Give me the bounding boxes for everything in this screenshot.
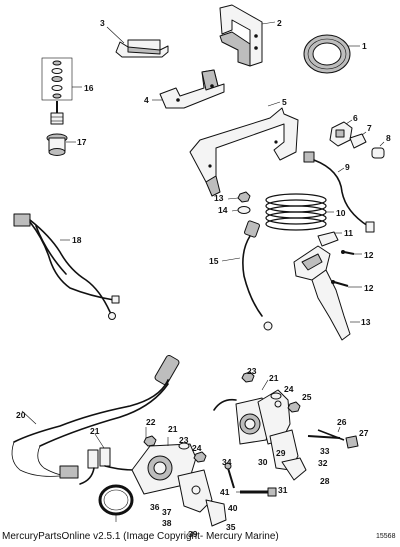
part-21-connector [59, 433, 135, 485]
part-11-clip [317, 231, 342, 247]
callout-16: 15 [209, 256, 219, 266]
callout-18: 17 [77, 137, 87, 147]
callout-14: 13 [214, 193, 224, 203]
callout-36: 37 [162, 507, 172, 517]
part-7-cover [349, 131, 367, 149]
part-20-wire-set [11, 354, 180, 477]
callout-24-right: 25 [302, 392, 312, 402]
callout-21-left: 21 [90, 426, 100, 436]
callout-13: 13 [361, 317, 371, 327]
callout-10: 10 [336, 208, 346, 218]
callout-23-left: 23 [179, 435, 189, 445]
callout-32: 33 [320, 446, 330, 456]
part-24-nut-left [193, 451, 207, 463]
callout-7: 7 [367, 123, 372, 133]
part-10-coiled-wire [265, 193, 334, 231]
part-12-screw-lower [331, 280, 362, 288]
callout-38: 39 [188, 529, 198, 539]
callout-22-left: 22 [146, 417, 156, 427]
callout-31: 32 [318, 458, 328, 468]
callout-21-mid: 21 [168, 424, 178, 434]
callout-6: 6 [353, 113, 358, 123]
callout-24-left: 24 [192, 443, 202, 453]
callout-19: 18 [72, 235, 82, 245]
part-25-rod [317, 426, 345, 441]
callout-8: 8 [386, 133, 391, 143]
part-5-bracket [189, 101, 299, 197]
part-23-washer-left [178, 442, 190, 450]
part-22-nut-left [143, 435, 157, 447]
callout-12-upper: 12 [364, 250, 374, 260]
part-26-clip [345, 435, 359, 449]
part-15-washer [231, 206, 251, 214]
part-2-bracket [219, 4, 276, 67]
part-6-switch [329, 119, 353, 147]
callout-27: 28 [320, 476, 330, 486]
callout-5: 5 [282, 97, 287, 107]
part-17-hardware-stack [41, 57, 82, 125]
part-9-harness [303, 151, 375, 233]
callout-2: 2 [277, 18, 282, 28]
callout-30: 31 [278, 485, 288, 495]
part-40-screw [236, 487, 277, 497]
part-4-bracket [152, 69, 225, 109]
part-23-washer-right [270, 392, 282, 400]
callout-22-right: 23 [247, 366, 257, 376]
copyright-footer: MercuryPartsOnline v2.5.1 (Image Copyrig… [2, 531, 279, 542]
callout-28: 29 [276, 448, 286, 458]
part-41-strap [98, 484, 134, 522]
part-19-harness [13, 213, 120, 320]
callout-1: 1 [362, 41, 367, 51]
callout-17: 16 [84, 83, 94, 93]
callout-37: 38 [162, 518, 172, 528]
callout-26: 27 [359, 428, 369, 438]
part-14-nut [227, 191, 251, 203]
callout-3: 3 [100, 18, 105, 28]
part-18-fitting [46, 133, 76, 156]
callout-9: 9 [345, 162, 350, 172]
callout-33: 34 [222, 457, 232, 467]
part-24-nut-right [287, 401, 301, 413]
part-8-cap [371, 141, 385, 159]
callout-29: 30 [258, 457, 268, 467]
part-33-bolt [224, 462, 235, 489]
callout-34: 35 [226, 522, 236, 532]
part-3-bracket [106, 26, 169, 58]
callout-23-right: 24 [284, 384, 294, 394]
callout-40: 41 [220, 487, 230, 497]
callout-12-lower: 12 [364, 283, 374, 293]
part-22-nut-right [241, 371, 255, 383]
part-12-screw-upper [341, 250, 362, 255]
callout-11: 11 [344, 228, 353, 238]
lower-left-module [131, 427, 227, 527]
part-16-lead [221, 220, 273, 331]
callout-labels: 3 2 1 16 4 5 6 7 8 17 9 13 14 10 11 18 1… [16, 18, 391, 539]
part-1-grommet [303, 34, 360, 74]
callout-20: 20 [16, 410, 26, 420]
part-13-arm [293, 245, 360, 341]
callout-39: 40 [228, 503, 238, 513]
callout-21-right: 21 [269, 373, 279, 383]
callout-4: 4 [144, 95, 149, 105]
callout-25: 26 [337, 417, 347, 427]
callout-35: 36 [150, 502, 160, 512]
lower-right-module [213, 379, 341, 481]
reference-number: 15568 [376, 533, 396, 540]
callout-15: 14 [218, 205, 228, 215]
